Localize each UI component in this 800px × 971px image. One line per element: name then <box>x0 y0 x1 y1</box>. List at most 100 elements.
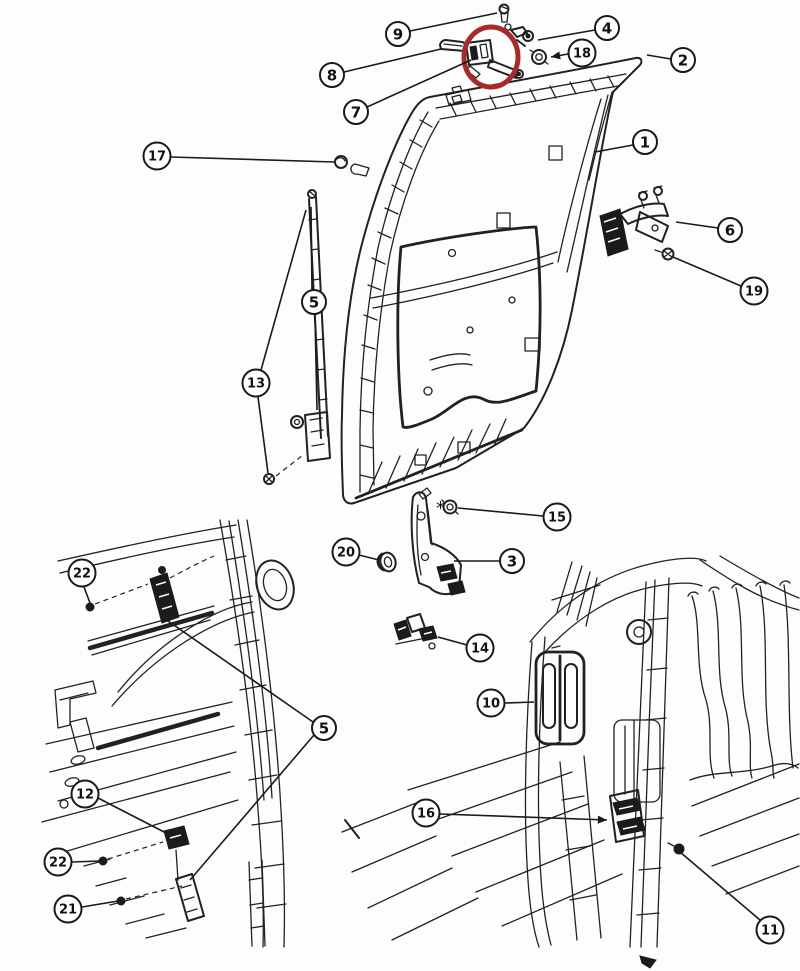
callout-20[interactable]: 20 <box>331 537 380 567</box>
arrow-mark <box>639 955 657 969</box>
callout-bubble <box>43 847 73 877</box>
callout-bubble <box>755 915 785 945</box>
callout-bubble <box>632 129 658 155</box>
callout-bubble <box>53 894 83 924</box>
bolt-22-upper <box>85 583 149 612</box>
callout-4[interactable]: 4 <box>537 15 620 41</box>
callout-11[interactable]: 11 <box>679 851 785 945</box>
callout-number: 5 <box>319 719 329 737</box>
callout-number: 14 <box>471 642 489 657</box>
callout-7[interactable]: 7 <box>343 59 472 125</box>
roller-part-4 <box>504 23 534 47</box>
bolt-21 <box>116 885 183 906</box>
callout-number: 22 <box>49 856 67 871</box>
callout-bubble <box>70 779 100 809</box>
callout-number: 20 <box>337 546 355 561</box>
callout-12[interactable]: 12 <box>70 779 169 835</box>
latch-part-16 <box>609 789 646 843</box>
callout-13[interactable]: 13 <box>241 209 307 474</box>
callout-number: 5 <box>309 293 319 311</box>
callout-19[interactable]: 19 <box>672 256 769 306</box>
callout-bubble <box>411 798 441 828</box>
callout-bubble <box>241 368 271 398</box>
center-hinge-roller <box>599 185 675 261</box>
callout-number: 4 <box>602 19 612 37</box>
callout-number: 3 <box>507 552 517 570</box>
callout-bubble <box>542 502 572 532</box>
callout-number: 9 <box>393 25 403 43</box>
callout-10[interactable]: 10 <box>476 688 535 718</box>
body-aperture-left-sketch <box>41 519 295 948</box>
callout-number: 18 <box>573 47 591 62</box>
callout-bubble <box>67 558 97 588</box>
screw-part-13 <box>263 454 304 485</box>
asterisk-mark: * <box>436 498 445 519</box>
callout-3[interactable]: 3 <box>454 548 525 574</box>
highlighted-part-hinge-bracket <box>461 24 521 90</box>
screw-part-19 <box>654 247 675 261</box>
hinge-part-14 <box>393 613 438 650</box>
callout-8[interactable]: 8 <box>319 48 442 88</box>
callout-bubble <box>739 276 769 306</box>
callout-bubble <box>476 688 506 718</box>
callout-1[interactable]: 1 <box>594 129 658 155</box>
callout-15[interactable]: 15 <box>457 502 572 532</box>
callout-2[interactable]: 2 <box>646 47 696 73</box>
glass-run-channel <box>263 155 370 485</box>
callout-number: 15 <box>548 511 566 526</box>
callout-bubble <box>142 141 172 171</box>
striker-part-10 <box>534 645 586 746</box>
callout-number: 10 <box>482 697 500 712</box>
callout-layer: 9 4 8 18 2 7 1 17 5 13 6 19 15 20 3 14 22 12 22 21 5 10 16 11 <box>43 12 785 945</box>
callout-number: 7 <box>351 103 361 121</box>
callout-number: 11 <box>761 924 779 939</box>
callout-6[interactable]: 6 <box>675 217 743 243</box>
nut-part-18 <box>529 49 549 65</box>
nut-part-15 <box>441 499 459 515</box>
callout-number: 22 <box>73 567 91 582</box>
annotation-layer: * <box>436 498 445 519</box>
grommet-part-17 <box>334 155 370 177</box>
center-latch-hardware <box>376 487 466 650</box>
callout-bubble <box>717 217 743 243</box>
bolt-part-11 <box>667 842 685 855</box>
callout-bubble <box>301 289 327 315</box>
callout-16[interactable]: 16 <box>411 798 608 828</box>
callout-22-upper[interactable]: 22 <box>67 558 97 604</box>
callout-5-upper[interactable]: 5 <box>301 206 327 411</box>
callout-22-lower[interactable]: 22 <box>43 847 101 877</box>
clip-part-8 <box>439 38 468 52</box>
bracket-part-12 <box>163 825 190 881</box>
sliding-door-panel <box>340 56 643 505</box>
callout-17[interactable]: 17 <box>142 141 335 171</box>
callout-bubble <box>594 15 620 41</box>
callout-18[interactable]: 18 <box>550 38 597 68</box>
callout-number: 21 <box>59 903 77 918</box>
callout-bubble <box>465 633 495 663</box>
callout-number: 17 <box>148 150 166 165</box>
callout-number: 13 <box>247 377 265 392</box>
callout-21[interactable]: 21 <box>53 894 119 924</box>
callout-14[interactable]: 14 <box>437 633 495 663</box>
callout-number: 8 <box>327 66 337 84</box>
callout-bubble <box>311 715 337 741</box>
callout-bubble <box>499 548 525 574</box>
callout-bubble <box>385 21 411 47</box>
callout-number: 16 <box>417 807 435 822</box>
callout-bubble <box>670 47 696 73</box>
callout-bubble <box>567 38 597 68</box>
callout-bubble <box>331 537 361 567</box>
upper-hinge-bracket <box>149 555 215 624</box>
body-aperture-right-sketch <box>341 555 800 969</box>
callout-bubble <box>319 62 345 88</box>
latch-part-3 <box>410 487 466 596</box>
pin-fastener <box>307 189 317 199</box>
callout-5-lower[interactable]: 5 <box>167 620 337 881</box>
callout-number: 19 <box>745 285 763 300</box>
callout-9[interactable]: 9 <box>385 12 498 47</box>
grommet-part-20 <box>376 551 397 573</box>
bolt-22-lower <box>98 841 164 866</box>
callout-bubble <box>343 99 369 125</box>
